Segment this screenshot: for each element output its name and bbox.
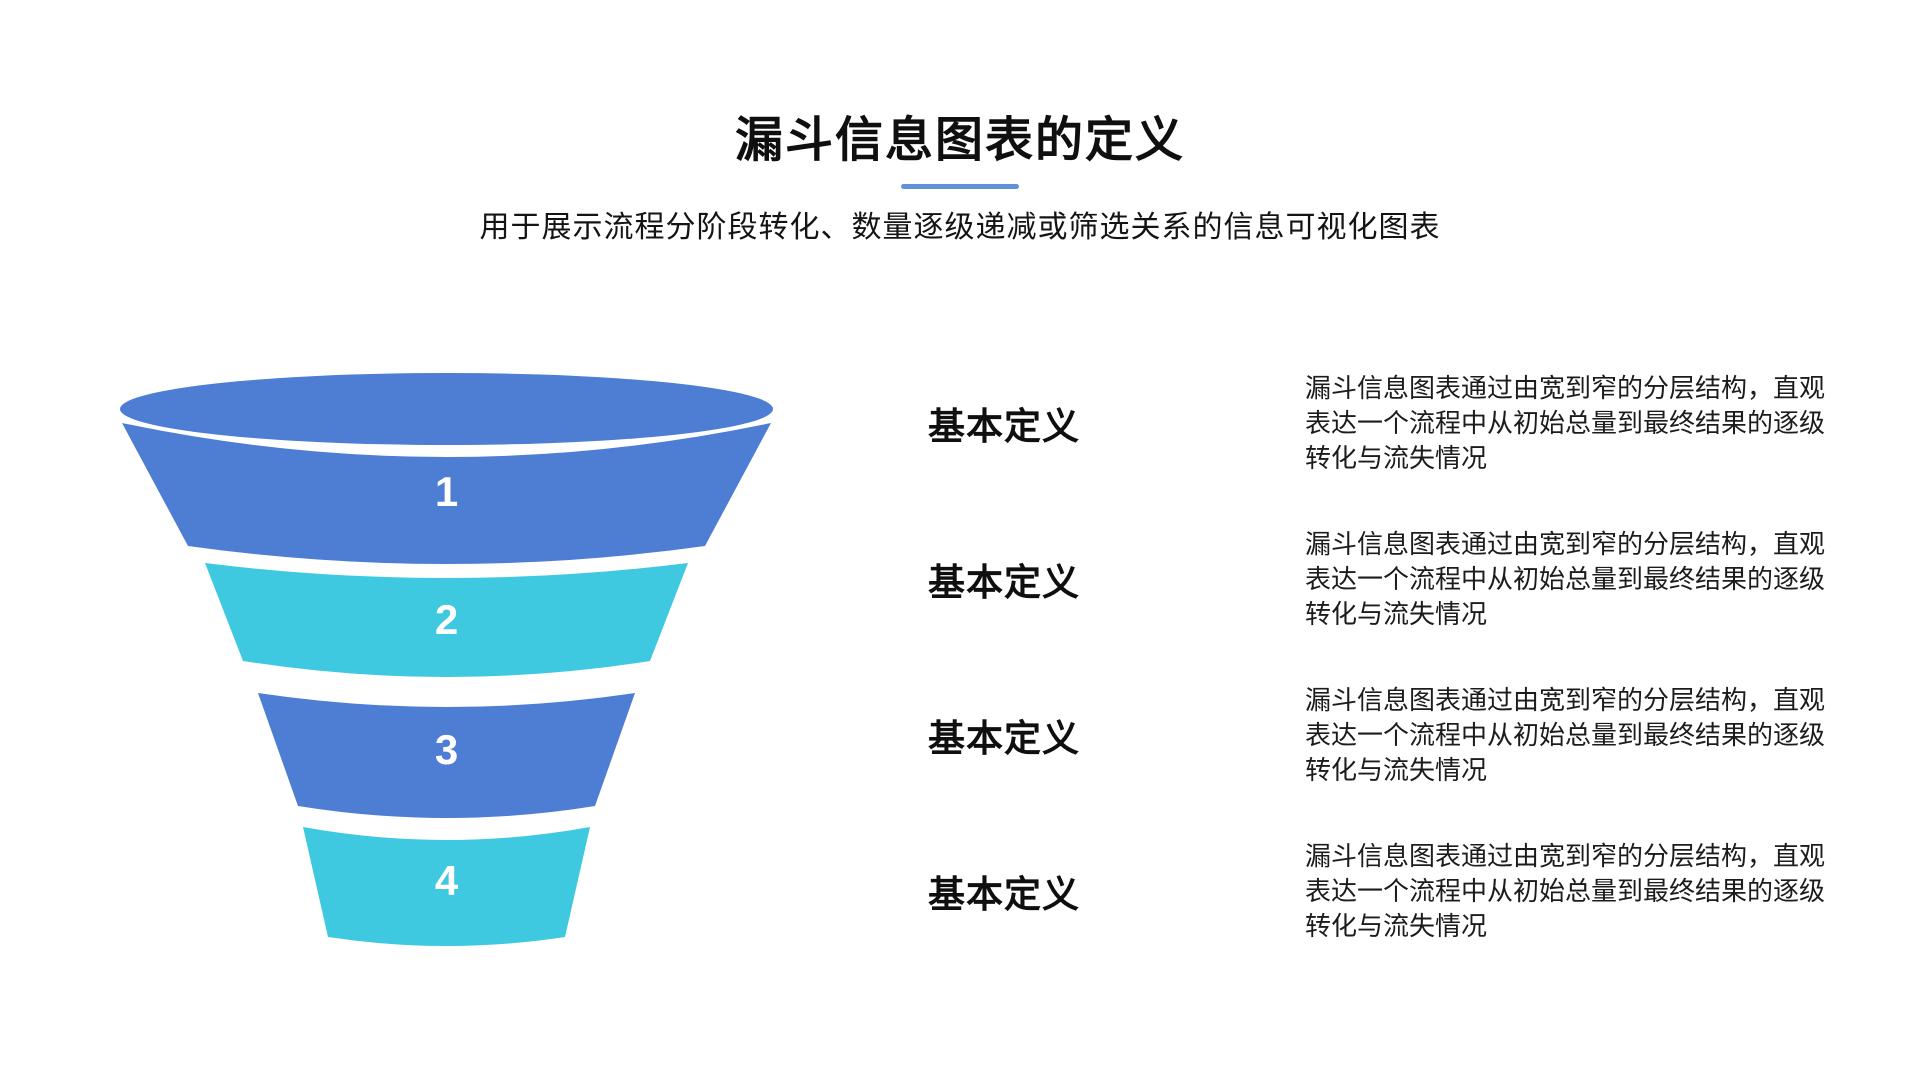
funnel-segment-3-label: 3: [435, 726, 458, 773]
funnel-segment-3: [258, 693, 635, 818]
definition-row: 基本定义 漏斗信息图表通过由宽到窄的分层结构，直观表达一个流程中从初始总量到最终…: [928, 370, 1838, 476]
definitions-column: 基本定义 漏斗信息图表通过由宽到窄的分层结构，直观表达一个流程中从初始总量到最终…: [928, 0, 1838, 1080]
funnel-segment-1: [122, 423, 771, 564]
funnel-segment-2: [205, 563, 688, 677]
definition-heading: 基本定义: [928, 718, 1080, 759]
definition-row: 基本定义 漏斗信息图表通过由宽到窄的分层结构，直观表达一个流程中从初始总量到最终…: [928, 526, 1838, 632]
definition-body: 漏斗信息图表通过由宽到窄的分层结构，直观表达一个流程中从初始总量到最终结果的逐级…: [1305, 684, 1826, 785]
funnel-segment-4: [303, 827, 590, 946]
definition-heading: 基本定义: [928, 562, 1080, 603]
definition-heading: 基本定义: [928, 406, 1080, 447]
page-title: 漏斗信息图表的定义: [734, 114, 1185, 167]
funnel-top-ellipse: [120, 373, 773, 445]
definition-row: 基本定义 漏斗信息图表通过由宽到窄的分层结构，直观表达一个流程中从初始总量到最终…: [928, 682, 1838, 788]
definition-body: 漏斗信息图表通过由宽到窄的分层结构，直观表达一个流程中从初始总量到最终结果的逐级…: [1305, 528, 1826, 629]
funnel-segment-4-label: 4: [435, 857, 459, 904]
definition-row: 基本定义 漏斗信息图表通过由宽到窄的分层结构，直观表达一个流程中从初始总量到最终…: [928, 838, 1838, 944]
funnel-segment-1-label: 1: [435, 468, 458, 515]
definition-heading: 基本定义: [928, 874, 1080, 915]
funnel-segment-2-label: 2: [435, 596, 458, 643]
page-subtitle: 用于展示流程分阶段转化、数量逐级递减或筛选关系的信息可视化图表: [479, 211, 1441, 244]
definition-body: 漏斗信息图表通过由宽到窄的分层结构，直观表达一个流程中从初始总量到最终结果的逐级…: [1305, 372, 1826, 473]
definition-body: 漏斗信息图表通过由宽到窄的分层结构，直观表达一个流程中从初始总量到最终结果的逐级…: [1305, 840, 1826, 941]
title-divider: [901, 184, 1019, 189]
